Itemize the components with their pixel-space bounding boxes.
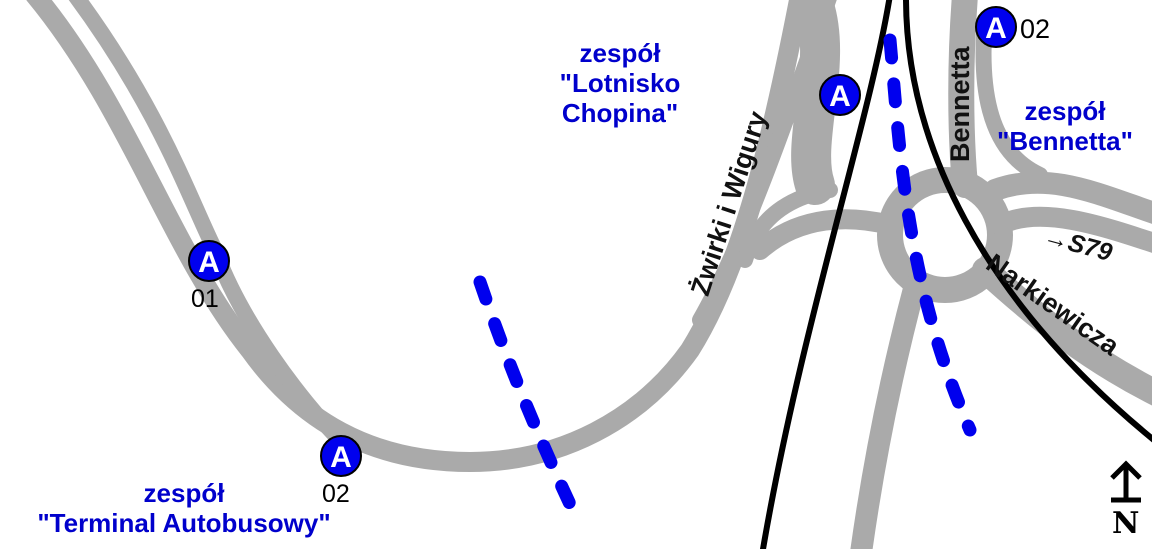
svg-text:A: A	[330, 441, 352, 474]
svg-text:A: A	[198, 246, 220, 279]
group-bennetta-line2: "Bennetta"	[997, 126, 1133, 156]
group-lotnisko-line2: "Lotnisko	[559, 68, 681, 98]
bus-stop-lotnisko[interactable]: A	[819, 74, 861, 116]
svg-text:A: A	[985, 12, 1007, 45]
stop-number-02-terminal: 02	[322, 480, 350, 508]
street-label-bennetta: Bennetta	[945, 46, 975, 162]
north-arrow-icon	[1110, 460, 1142, 503]
metro-line-west	[473, 275, 582, 522]
group-lotnisko-line1: zespół	[579, 38, 661, 68]
road-east-lower	[990, 206, 1152, 253]
svg-text:A: A	[829, 80, 851, 113]
metro-line-east	[883, 33, 977, 437]
group-terminal-line2: "Terminal Autobusowy"	[37, 508, 331, 538]
group-label-lotnisko: zespół "Lotnisko Chopina"	[540, 38, 700, 128]
stop-number-02-bennetta: 02	[1020, 14, 1051, 44]
bus-stop-02-bennetta[interactable]: A	[975, 6, 1017, 48]
railway-east	[903, 0, 1152, 443]
road-terminal-loop-inner	[68, 0, 348, 448]
stop-number-01: 01	[191, 285, 219, 313]
railway-west	[760, 0, 893, 549]
road-east-upper	[984, 171, 1152, 224]
bus-stop-02-terminal[interactable]: A	[320, 435, 362, 477]
group-terminal-line1: zespół	[143, 478, 225, 508]
north-label: N	[1112, 506, 1140, 541]
road-island	[791, 0, 841, 205]
road-roundabout-west	[750, 209, 900, 260]
group-label-terminal: zespół "Terminal Autobusowy"	[0, 478, 368, 538]
group-lotnisko-line3: Chopina"	[561, 98, 679, 128]
bus-stop-01-terminal[interactable]: A	[188, 240, 230, 282]
group-label-bennetta: zespół "Bennetta"	[975, 96, 1152, 156]
road-roundabout-south	[850, 274, 926, 549]
group-bennetta-line1: zespół	[1024, 96, 1106, 126]
road-bennetta	[948, 0, 978, 198]
